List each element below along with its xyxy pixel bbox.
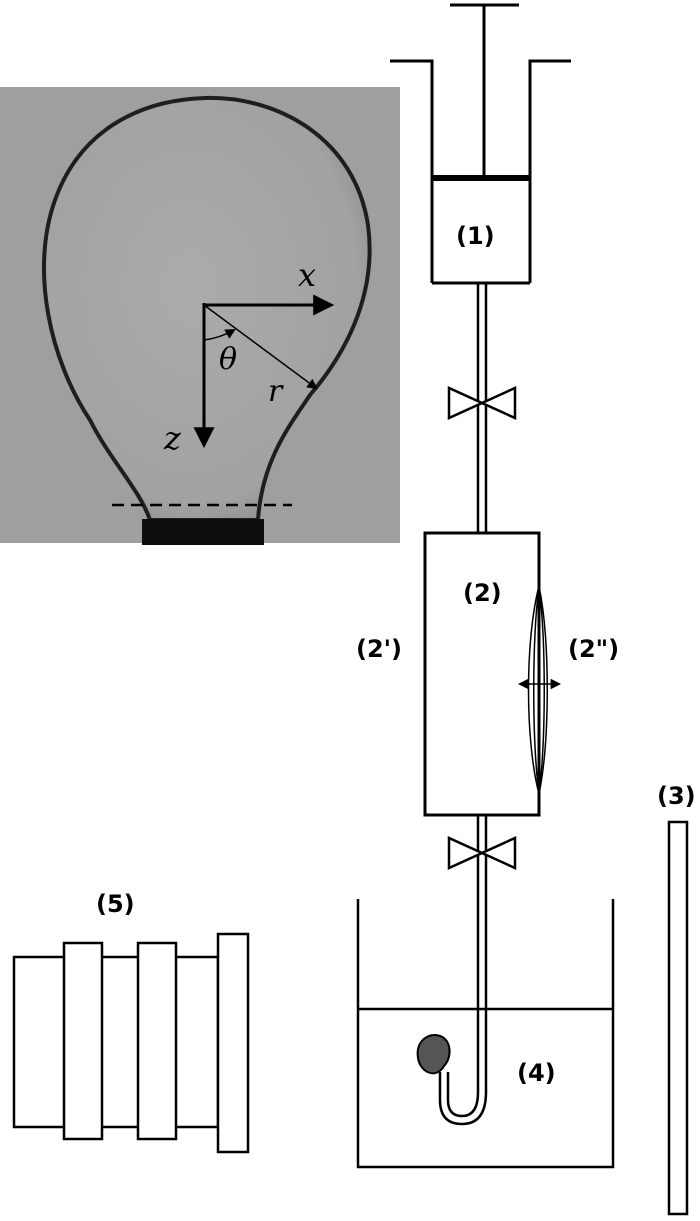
label-ruler: (3)	[657, 782, 696, 810]
pressure-chamber	[425, 533, 539, 815]
lens-ring-2	[138, 943, 176, 1139]
upper-tube	[478, 283, 486, 533]
z-axis-label: z	[163, 419, 182, 457]
camera-lens	[14, 934, 248, 1152]
lower-valve[interactable]	[449, 838, 515, 868]
x-axis-label: x	[298, 256, 316, 294]
theta-label: θ	[219, 342, 237, 377]
label-chamber-left: (2')	[356, 635, 402, 663]
label-bath: (4)	[517, 1059, 556, 1087]
lens-ring-1	[64, 943, 102, 1139]
syringe-barrel-right	[530, 61, 571, 283]
label-syringe: (1)	[456, 222, 495, 250]
label-camera: (5)	[96, 890, 135, 918]
drop	[418, 1035, 450, 1073]
lens-ring-3	[218, 934, 248, 1152]
lens-body	[14, 957, 218, 1127]
r-vector-label: r	[268, 374, 284, 409]
upper-valve[interactable]	[449, 388, 515, 418]
label-chamber: (2)	[463, 579, 502, 607]
label-chamber-membrane: (2")	[568, 635, 619, 663]
capillary-tip	[142, 519, 264, 545]
bubble-photo: x z r θ	[0, 87, 400, 545]
ruler	[669, 822, 687, 1214]
